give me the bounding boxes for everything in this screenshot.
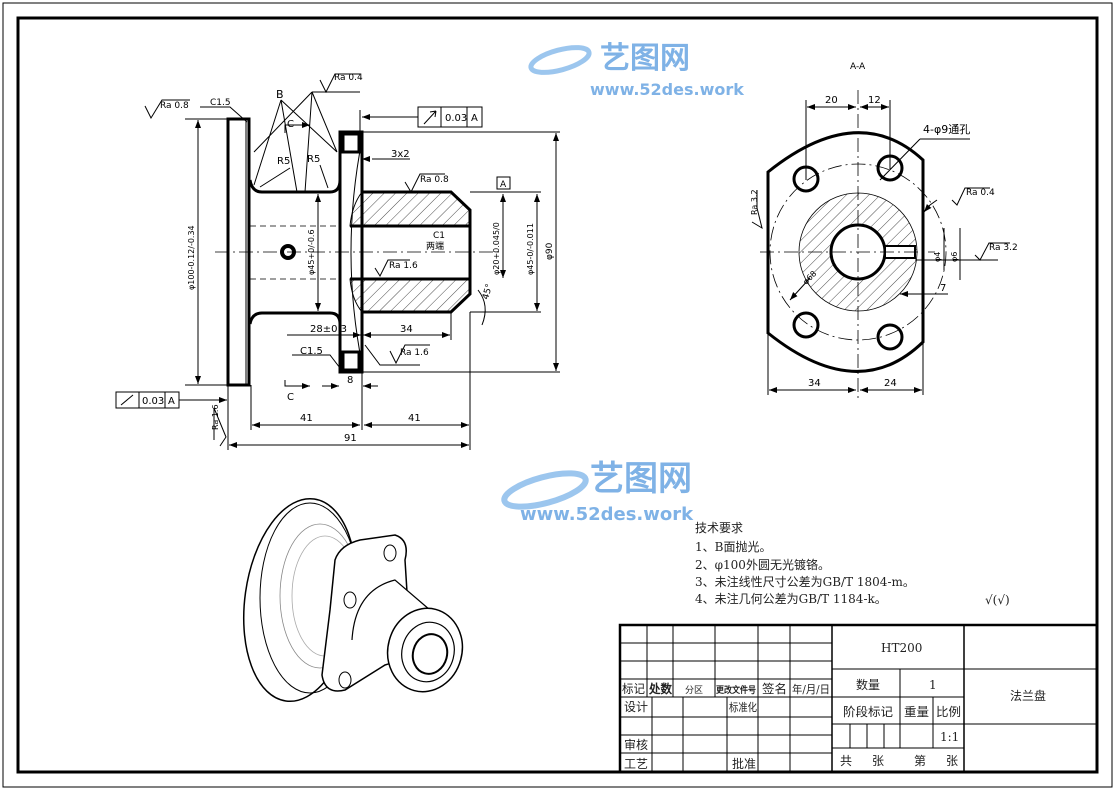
tb-header-date: 年/月/日 bbox=[792, 682, 830, 696]
tb-total-sheets: 共 bbox=[840, 754, 852, 768]
tb-process: 工艺 bbox=[624, 757, 648, 771]
watermark-name: 艺图网 bbox=[590, 459, 692, 499]
ra-left-face: Ra 1.6 bbox=[211, 404, 220, 430]
dia-45: φ45-0/-0.011 bbox=[526, 223, 535, 275]
label-c-bottom: C bbox=[287, 392, 294, 403]
tb-quantity: 1 bbox=[929, 678, 937, 692]
dim-8: 8 bbox=[347, 375, 353, 386]
isometric-view bbox=[242, 497, 464, 703]
dia-20: φ20+0.045/0 bbox=[492, 222, 501, 275]
tol-bottom-value: 0.03 bbox=[142, 396, 164, 407]
tol-bottom-datum: A bbox=[168, 396, 175, 407]
watermark-url-2: www.52des.work bbox=[590, 80, 744, 99]
section-view bbox=[751, 90, 1010, 400]
tb-part-name: 法兰盘 bbox=[1010, 688, 1046, 703]
roughness-note: √(√) bbox=[985, 593, 1010, 607]
dia-100: φ100-0.12/-0.34 bbox=[187, 225, 196, 290]
watermark-name-2: 艺图网 bbox=[600, 41, 690, 76]
dim-91: 91 bbox=[344, 433, 357, 444]
tb-weight-label: 重量 bbox=[904, 705, 929, 719]
sec-ra-left: Ra 3.2 bbox=[750, 189, 759, 215]
tech-req-item: 1、B面抛光。 bbox=[695, 539, 771, 554]
main-view bbox=[115, 73, 560, 450]
watermark: 艺图网 www.52des.work 艺图网 www.52des.work bbox=[501, 41, 744, 525]
tb-header-zone: 分区 bbox=[685, 685, 703, 696]
dim-34-main: 34 bbox=[400, 324, 413, 335]
tech-req-item: 4、未注几何公差为GB/T 1184-k。 bbox=[695, 591, 887, 606]
ra-bottom: Ra 1.6 bbox=[400, 348, 429, 358]
tb-header-change-doc: 更改文件号 bbox=[716, 684, 756, 696]
ra-bore: Ra 1.6 bbox=[389, 261, 418, 271]
sec-dia-6: φ6 bbox=[950, 252, 959, 262]
dia-90: φ90 bbox=[545, 242, 555, 260]
sec-dim-12: 12 bbox=[868, 95, 881, 106]
holes-note: 4-φ9通孔 bbox=[923, 123, 970, 136]
sec-ra-pin: Ra 3.2 bbox=[989, 243, 1018, 253]
label-c-top: C bbox=[287, 119, 294, 130]
dia-45-hub: φ45+0/-0.6 bbox=[307, 229, 316, 275]
watermark-url: www.52des.work bbox=[520, 504, 694, 525]
sec-dia-4: φ4 bbox=[933, 252, 942, 262]
sec-dim-34: 34 bbox=[808, 378, 821, 389]
tb-approve: 批准 bbox=[732, 756, 756, 771]
sec-dim-20: 20 bbox=[825, 95, 838, 106]
tb-header-count: 处数 bbox=[648, 681, 673, 696]
ra-boss: Ra 0.8 bbox=[420, 175, 449, 185]
dim-28: 28±0.3 bbox=[310, 324, 347, 335]
tb-sheet-no: 第 bbox=[914, 754, 926, 768]
title-block bbox=[618, 623, 1099, 774]
sec-ra-right: Ra 0.4 bbox=[966, 188, 995, 198]
label-b: B bbox=[276, 88, 284, 101]
tb-design: 设计 bbox=[624, 700, 648, 714]
chamfer-c1-note: 两端 bbox=[426, 240, 444, 252]
tb-sheets-1: 张 bbox=[872, 754, 884, 768]
tb-material: HT200 bbox=[881, 641, 922, 655]
ra-top-left: Ra 0.8 bbox=[160, 101, 189, 111]
groove-dim: 3x2 bbox=[391, 149, 410, 160]
tol-top-value: 0.03 bbox=[445, 113, 467, 124]
tb-standardize: 标准化 bbox=[729, 700, 757, 714]
sec-dim-7: 7 bbox=[940, 283, 946, 294]
r5-left: R5 bbox=[277, 156, 290, 167]
tb-header-mark: 标记 bbox=[622, 682, 645, 696]
tol-top-datum: A bbox=[471, 113, 478, 124]
tech-req-item: 2、φ100外圆无光镀铬。 bbox=[695, 557, 830, 572]
chamfer-left: C1.5 bbox=[210, 98, 231, 108]
ra-top: Ra 0.4 bbox=[334, 73, 363, 83]
tech-req-title: 技术要求 bbox=[695, 521, 743, 535]
tb-review: 审核 bbox=[624, 737, 648, 752]
tb-sheets-2: 张 bbox=[946, 754, 958, 768]
angle-45: 45° bbox=[481, 283, 495, 301]
chamfer-c15-bottom: C1.5 bbox=[300, 346, 323, 357]
tb-quantity-label: 数量 bbox=[856, 677, 880, 692]
datum-a: A bbox=[500, 180, 507, 190]
inner-frame bbox=[16, 16, 1099, 774]
tech-req-item: 3、未注线性尺寸公差为GB/T 1804-m。 bbox=[695, 574, 915, 589]
tb-header-sign: 签名 bbox=[762, 681, 787, 696]
tb-scale-label: 比例 bbox=[936, 705, 961, 719]
sec-dim-24: 24 bbox=[884, 378, 897, 389]
tb-scale: 1:1 bbox=[940, 730, 959, 744]
tb-stage-label: 阶段标记 bbox=[843, 704, 893, 719]
dim-41-left: 41 bbox=[300, 413, 313, 424]
r5-right: R5 bbox=[307, 154, 320, 165]
dim-41-right: 41 bbox=[408, 413, 421, 424]
chamfer-c1: C1 bbox=[433, 231, 445, 241]
section-title: A-A bbox=[850, 62, 866, 72]
